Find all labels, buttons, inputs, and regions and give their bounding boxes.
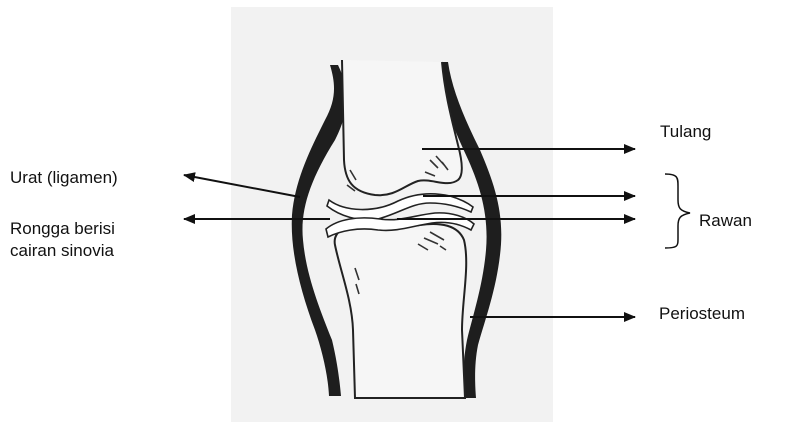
label-rawan: Rawan: [699, 210, 752, 232]
label-tulang: Tulang: [660, 121, 711, 143]
label-urat-ligamen: Urat (ligamen): [10, 167, 118, 189]
label-rongga-line1: Rongga berisi: [10, 218, 115, 240]
label-rongga-line2: cairan sinovia: [10, 240, 115, 262]
lower-bone: [335, 222, 467, 398]
label-periosteum: Periosteum: [659, 303, 745, 325]
rawan-brace: [665, 174, 690, 248]
label-rongga-sinovia: Rongga berisi cairan sinovia: [10, 218, 115, 262]
upper-bone: [342, 60, 462, 195]
